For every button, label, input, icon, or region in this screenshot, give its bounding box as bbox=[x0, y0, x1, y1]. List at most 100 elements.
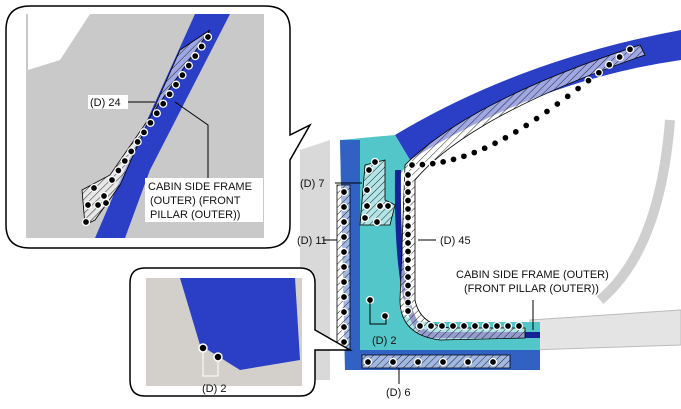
weld-point bbox=[463, 357, 473, 367]
weld-point bbox=[203, 32, 213, 42]
weld-point bbox=[438, 357, 448, 367]
weld-point bbox=[605, 60, 614, 69]
weld-point bbox=[114, 166, 123, 175]
weld-point bbox=[594, 68, 604, 77]
weld-point bbox=[403, 221, 413, 231]
weld-point bbox=[178, 70, 187, 80]
weld-point bbox=[459, 321, 469, 331]
leader-line bbox=[174, 101, 209, 185]
weld-point bbox=[339, 337, 349, 347]
weld-point bbox=[81, 217, 91, 227]
weld-point bbox=[383, 201, 393, 211]
upper-inset: (D) 24 CABIN SIDE FRAME (OUTER) (FRONT P… bbox=[5, 5, 312, 249]
weld-point bbox=[418, 160, 427, 169]
weld-point bbox=[615, 52, 624, 62]
weld-point bbox=[522, 121, 531, 130]
weld-point bbox=[339, 217, 349, 227]
weld-point bbox=[403, 238, 413, 248]
weld-point bbox=[428, 159, 437, 168]
weld-point bbox=[107, 175, 117, 185]
weld-point bbox=[372, 217, 382, 227]
weld-point bbox=[403, 264, 413, 273]
weld-point bbox=[511, 127, 520, 136]
weld-point bbox=[339, 277, 349, 287]
inner-flange bbox=[394, 169, 540, 338]
weld-point bbox=[403, 298, 413, 307]
weld-point bbox=[573, 84, 583, 93]
weld-label-6: (D) 6 bbox=[386, 387, 410, 399]
door-frame-outline bbox=[596, 119, 675, 304]
weld-point bbox=[403, 230, 413, 239]
weld-point bbox=[403, 289, 413, 299]
weld-point bbox=[165, 90, 174, 99]
weld-point bbox=[139, 128, 149, 137]
weld-point bbox=[407, 160, 417, 170]
weld-point bbox=[492, 321, 502, 331]
weld-point bbox=[488, 357, 498, 367]
weld-point bbox=[532, 114, 541, 123]
weld-point bbox=[403, 213, 413, 222]
weld-point bbox=[563, 92, 572, 101]
weld-point bbox=[375, 201, 385, 211]
weld-point bbox=[339, 232, 349, 242]
weld-point bbox=[403, 187, 413, 197]
weld-point bbox=[99, 191, 109, 201]
weld-point bbox=[553, 99, 562, 109]
weld-point bbox=[413, 357, 423, 367]
weld-point bbox=[403, 255, 413, 265]
weld-point bbox=[542, 107, 552, 116]
weld-point bbox=[152, 109, 161, 118]
weld-point bbox=[415, 321, 425, 331]
weld-label-45: (D) 45 bbox=[440, 235, 471, 247]
weld-point bbox=[360, 213, 370, 223]
weld-point bbox=[501, 133, 510, 142]
front-pillar-edge bbox=[340, 140, 540, 370]
label-background bbox=[145, 178, 263, 222]
weld-point bbox=[514, 321, 524, 331]
upper-inset-part-label-2: (OUTER) (FRONT bbox=[150, 195, 241, 207]
weld-point bbox=[403, 272, 413, 282]
weld-point bbox=[470, 148, 479, 157]
leader-line bbox=[202, 352, 219, 377]
weld-point bbox=[339, 307, 349, 317]
weld-point bbox=[388, 357, 398, 367]
weld-point bbox=[83, 200, 93, 210]
weld-point bbox=[339, 202, 349, 212]
weld-point bbox=[459, 152, 469, 161]
weld-point bbox=[339, 262, 349, 272]
weld-point bbox=[403, 204, 413, 214]
weld-label-7: (D) 7 bbox=[300, 178, 324, 190]
weld-point bbox=[197, 42, 206, 51]
weld-point bbox=[363, 357, 373, 367]
weld-point bbox=[449, 155, 458, 164]
weld-point bbox=[362, 185, 372, 195]
weld-point bbox=[426, 321, 436, 331]
weld-point bbox=[133, 137, 142, 147]
weld-point bbox=[403, 247, 413, 256]
weld-point bbox=[584, 76, 593, 85]
weld-point bbox=[198, 343, 208, 353]
upper-inset-part-label-1: CABIN SIDE FRAME bbox=[148, 181, 252, 193]
weld-point bbox=[159, 99, 168, 108]
weld-point bbox=[625, 45, 635, 54]
weld-point bbox=[403, 170, 413, 180]
weld-point bbox=[89, 183, 99, 193]
weld-point bbox=[480, 144, 489, 153]
weld-point bbox=[184, 61, 193, 70]
label-background bbox=[88, 95, 128, 109]
main-weld-points bbox=[339, 45, 635, 367]
weld-point bbox=[403, 306, 413, 316]
weld-point bbox=[403, 196, 413, 205]
weld-point bbox=[339, 187, 349, 197]
weld-point bbox=[191, 51, 200, 61]
weld-point bbox=[339, 247, 349, 257]
weld-point bbox=[437, 321, 447, 331]
weld-point bbox=[364, 165, 374, 175]
weld-point bbox=[481, 321, 491, 331]
weld-point bbox=[470, 321, 480, 331]
weld-point bbox=[448, 321, 458, 331]
weld-point bbox=[213, 352, 223, 362]
upper-inset-pillar bbox=[95, 14, 230, 238]
weld-region-45 bbox=[399, 44, 646, 341]
